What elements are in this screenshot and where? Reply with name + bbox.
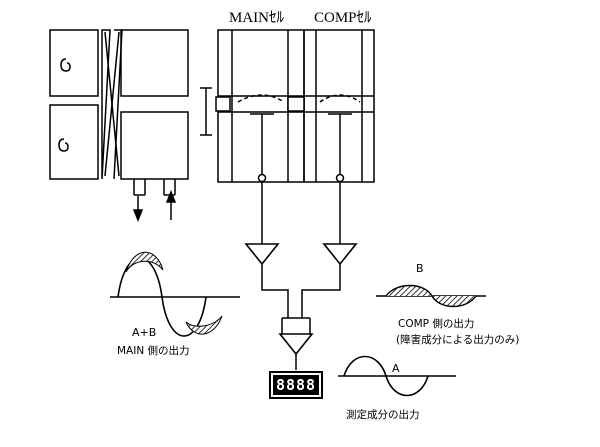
upper-block <box>120 29 189 97</box>
outflow-arrow-head <box>132 209 144 223</box>
a-plus-b-label: A+B <box>132 326 156 339</box>
slit-diagonal-b <box>104 31 120 177</box>
upper-coil-box <box>49 29 99 97</box>
port-lines <box>133 179 176 195</box>
comp-output-label: COMP 側の出力 <box>398 317 474 330</box>
b-label: B <box>416 262 424 275</box>
main-output-label: MAIN 側の出力 <box>117 344 190 357</box>
main-amp-output-wire <box>261 262 289 318</box>
comp-cell-label: COMPｾﾙ <box>314 10 372 26</box>
left-coil-assembly <box>49 29 189 196</box>
gap-bracket <box>200 87 212 136</box>
comp-terminal-node <box>335 173 345 183</box>
upper-coil-icon <box>60 58 71 72</box>
waveform-main <box>110 251 240 337</box>
comp-output-note: (障害成分による出力のみ) <box>396 333 519 346</box>
digital-display: 8888 <box>269 371 323 399</box>
comp-amp-output-wire <box>301 262 341 318</box>
lower-coil-icon <box>58 138 69 152</box>
differential-amplifier-triangle <box>278 333 314 356</box>
main-amplifier-triangle <box>244 243 280 266</box>
measured-output-label: 測定成分の出力 <box>346 408 420 421</box>
lower-block <box>120 111 189 180</box>
signal-wiring <box>261 126 341 370</box>
diagram-labels: MAINｾﾙ COMPｾﾙ A+B MAIN 側の出力 B COMP 側の出力 … <box>117 10 519 421</box>
main-terminal-node <box>257 173 267 183</box>
inflow-arrow-head <box>165 189 177 203</box>
comp-cell <box>287 29 375 183</box>
comp-amplifier-triangle <box>322 243 358 266</box>
display-digits: 8888 <box>276 376 316 394</box>
waveform-comp <box>376 284 486 308</box>
waveform-measured <box>338 355 456 397</box>
main-cell-label: MAINｾﾙ <box>229 10 284 26</box>
a-label: A <box>392 362 400 375</box>
lower-coil-box <box>49 104 99 180</box>
flow-arrows <box>132 189 177 223</box>
